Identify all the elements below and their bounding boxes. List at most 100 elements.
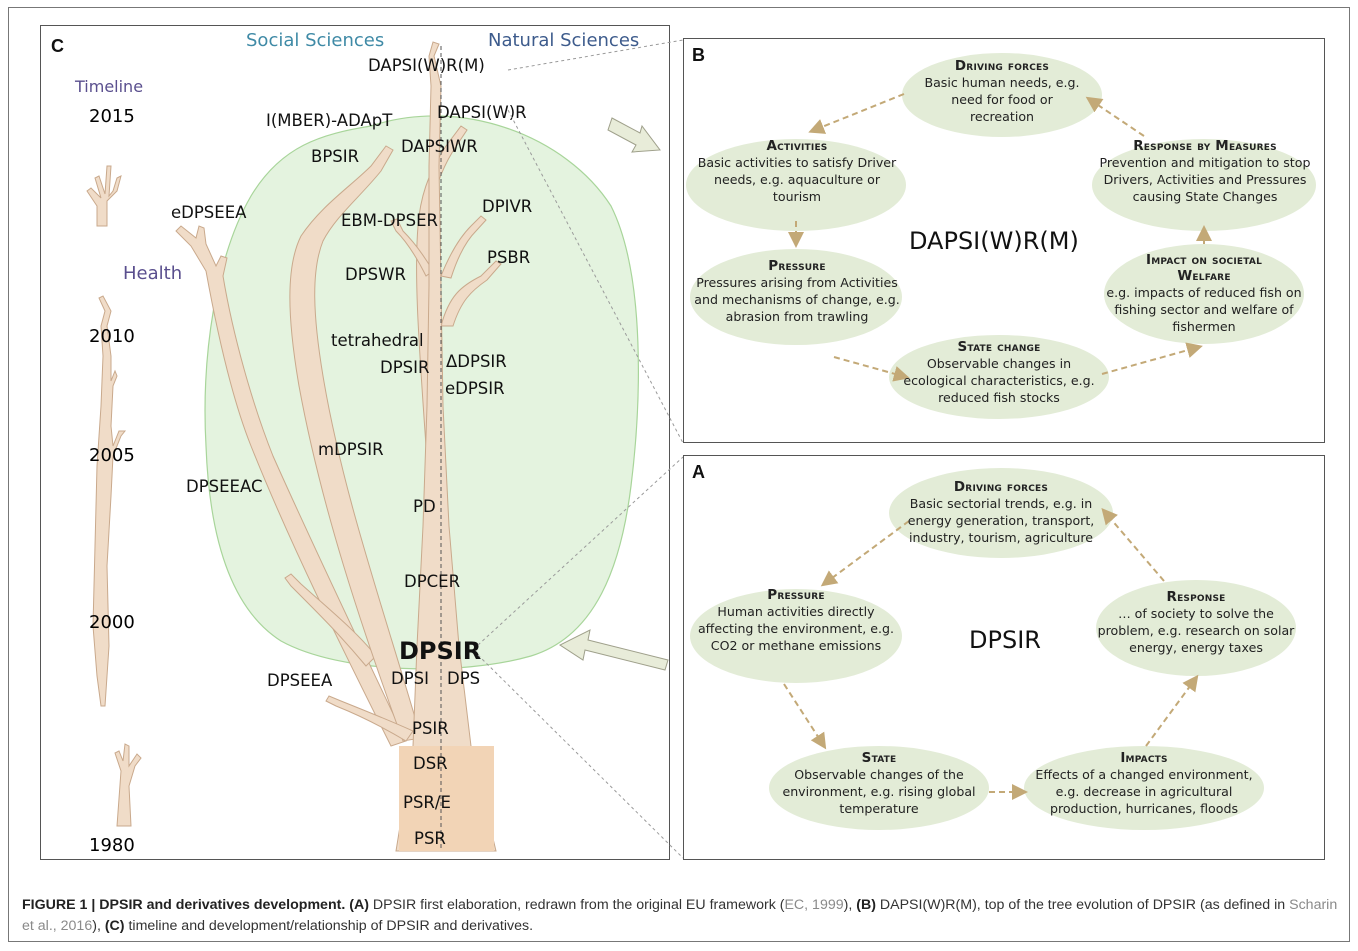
timeline-tree-1980 — [114, 743, 142, 827]
year-2005: 2005 — [89, 445, 135, 466]
panel-a: A DPSIR Driving forces Basic sectorial t… — [683, 455, 1325, 860]
panel-b-diagram: DAPSI(W)R(M) — [686, 53, 1316, 419]
node-a-state-desc: Observable changes of the environment, e… — [782, 767, 976, 816]
label-pd: PD — [413, 497, 436, 516]
label-dapsiwr-paren: DAPSI(W)R — [437, 103, 527, 122]
label-bpsir: BPSIR — [311, 147, 359, 166]
caption-a-label: (A) — [349, 897, 369, 913]
tree-trunk — [395, 41, 497, 852]
node-a-driving-desc: Basic sectorial trends, e.g. in energy g… — [907, 496, 1095, 545]
node-a-response-title: Response — [1166, 589, 1226, 605]
node-a-response-bg — [1096, 580, 1296, 676]
caption-b-text: DAPSI(W)R(M), top of the tree evolution … — [875, 897, 1290, 913]
branch-mdpsir — [289, 145, 422, 742]
node-b-impact-bg — [1104, 244, 1304, 344]
node-b-activities-title: Activities — [766, 138, 828, 154]
label-dpsir-main: DPSIR — [399, 637, 481, 665]
figure-frame — [8, 7, 1350, 942]
tree-branches — [175, 41, 502, 852]
node-b-state-bg — [889, 335, 1109, 419]
arrow-a-pressure-state — [783, 683, 827, 750]
label-imber: I(MBER)-ADApT — [266, 111, 393, 130]
arrow-b-driving-activities — [808, 93, 905, 134]
timeline-tree-mid — [92, 295, 127, 707]
label-psr: PSR — [414, 829, 446, 848]
node-b-driving-bg — [902, 53, 1102, 137]
node-b-pressure-title: Pressure — [768, 258, 826, 274]
node-b-state-title: State change — [957, 339, 1041, 355]
node-b-response-desc: Prevention and mitigation to stop Driver… — [1099, 155, 1311, 204]
label-ebm-dpser: EBM-DPSER — [341, 211, 438, 230]
node-a-driving: Driving forces Basic sectorial trends, e… — [889, 479, 1113, 546]
label-dapsiwr: DAPSIWR — [401, 137, 478, 156]
arrow-a-impacts-response — [1145, 674, 1199, 747]
node-b-activities-desc: Basic activities to satisfy Driver needs… — [697, 155, 897, 204]
panel-a-letter: A — [692, 462, 705, 482]
caption-ref-ec-1999[interactable]: EC, 1999 — [784, 897, 844, 913]
year-2000: 2000 — [89, 612, 135, 633]
node-a-state-bg — [769, 746, 989, 830]
timeline-tree-2015 — [86, 165, 122, 227]
node-a-impacts: Impacts Effects of a changed environment… — [1026, 750, 1262, 817]
node-b-pressure-desc: Pressures arising from Activities and me… — [694, 275, 900, 324]
node-b-impact-desc: e.g. impacts of reduced fish on fishing … — [1106, 285, 1302, 334]
node-b-driving-desc: Basic human needs, e.g. need for food or… — [924, 75, 1080, 124]
branch-psbr — [440, 215, 487, 279]
node-a-response: Response … of society to solve the probl… — [1096, 589, 1296, 656]
node-b-state-desc: Observable changes in ecological charact… — [903, 356, 1095, 405]
branch-dpivr — [440, 260, 502, 327]
node-b-impact-title: Impact on societal Welfare — [1145, 252, 1263, 284]
node-a-impacts-desc: Effects of a changed environment, e.g. d… — [1035, 767, 1253, 816]
node-b-response-title: Response by Measures — [1133, 138, 1277, 154]
node-a-state: State Observable changes of the environm… — [772, 750, 986, 817]
label-dpsi: DPSI — [391, 669, 429, 688]
header-natural-sciences: Natural Sciences — [488, 30, 639, 51]
year-2015: 2015 — [89, 106, 135, 127]
caption-figure-label: FIGURE 1 | DPSIR and derivatives develop… — [22, 897, 346, 913]
timeline-title: Timeline — [74, 77, 143, 96]
label-dpivr: DPIVR — [482, 197, 532, 216]
label-psre: PSR/E — [403, 793, 451, 812]
panel-b-center-title: DAPSI(W)R(M) — [909, 227, 1079, 255]
caption-c-text: timeline and development/relationship of… — [124, 918, 534, 934]
panel-c-tree: 2015 2010 2005 2000 1980 Timeline Health… — [74, 30, 639, 856]
label-dsr: DSR — [413, 754, 448, 773]
label-psir: PSIR — [412, 719, 449, 738]
label-dps: DPS — [447, 669, 480, 688]
label-edpseea: eDPSEEA — [171, 203, 247, 222]
panel-a-diagram: DPSIR — [690, 468, 1296, 830]
node-b-driving: Driving forces Basic human needs, e.g. n… — [902, 58, 1102, 125]
year-1980: 1980 — [89, 835, 135, 856]
node-b-activities-bg — [686, 139, 906, 231]
node-b-response: Response by Measures Prevention and miti… — [1092, 138, 1318, 205]
caption-b-end: ), — [92, 918, 105, 934]
panel-c-letter: C — [51, 36, 64, 56]
arrow-b-pressure-state — [833, 356, 910, 382]
arrow-b-response-driving — [1085, 96, 1145, 137]
label-dpseea: DPSEEA — [267, 671, 333, 690]
health-label: Health — [123, 263, 182, 284]
timeline-trees — [86, 165, 142, 827]
caption-b-label: (B) — [856, 897, 876, 913]
figure-caption: FIGURE 1 | DPSIR and derivatives develop… — [22, 895, 1342, 937]
caption-ref-scharin-2016[interactable]: Scharin et al., 2016 — [22, 897, 1338, 934]
label-dpsir-small: DPSIR — [380, 358, 429, 377]
caption-a-end: ), — [843, 897, 857, 913]
node-a-pressure: Pressure Human activities directly affec… — [690, 587, 902, 654]
label-delta-dpsir: ΔDPSIR — [446, 352, 507, 371]
panel-b: B DAPSI(W)R(M) Driving forces Basic huma… — [683, 38, 1325, 443]
panel-a-center-title: DPSIR — [969, 626, 1041, 654]
label-mdpsir: mDPSIR — [318, 440, 384, 459]
node-a-driving-bg — [889, 468, 1113, 558]
label-tetrahedral: tetrahedral — [331, 331, 424, 350]
branch-ebm — [390, 218, 434, 277]
year-2010: 2010 — [89, 326, 135, 347]
node-b-pressure: Pressure Pressures arising from Activiti… — [692, 258, 902, 325]
node-b-driving-title: Driving forces — [954, 58, 1050, 74]
node-a-pressure-bg — [690, 589, 902, 683]
arrow-a-driving-pressure — [820, 520, 910, 587]
node-a-pressure-title: Pressure — [767, 587, 825, 603]
label-dpcer: DPCER — [404, 572, 460, 591]
node-a-driving-title: Driving forces — [953, 479, 1049, 495]
node-a-pressure-desc: Human activities directly affecting the … — [697, 604, 895, 653]
